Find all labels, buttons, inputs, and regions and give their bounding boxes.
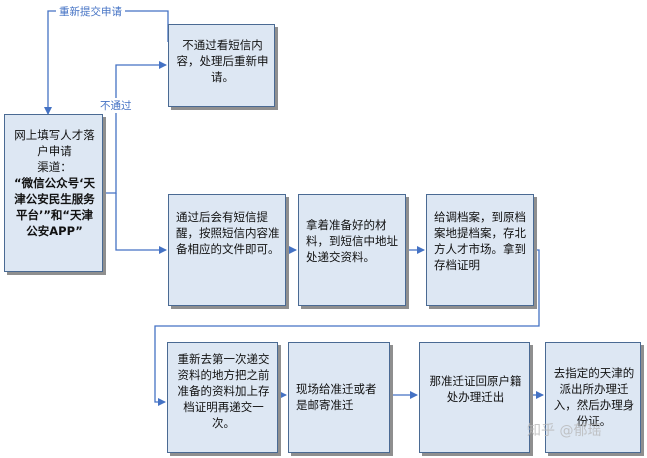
node-return: 那准迁证回原户籍处办理迁出 xyxy=(419,342,530,453)
node-apply-channels: “微信公众号‘天津公安民生服务平台’”和“天津公安APP” xyxy=(14,176,95,238)
node-permit: 现场给准迁或者是邮寄准迁 xyxy=(288,342,390,453)
node-passed: 通过后会有短信提醒，按照短信内容准备相应的文件即可。 xyxy=(168,194,286,306)
arrow-not-passed xyxy=(103,61,167,194)
node-police: 去指定的天津的派出所办理迁入，然后办理身份证。 xyxy=(545,342,641,453)
node-archive: 给调档案，到原档案地提档案，存北方人才市场。拿到存档证明 xyxy=(426,194,534,306)
node-resubmit-docs-text: 重新去第一次递交资料的地方把之前准备的资料加上存档证明再递交一次。 xyxy=(177,352,270,430)
node-police-text: 去指定的天津的派出所办理迁入，然后办理身份证。 xyxy=(553,366,635,428)
node-apply-title: 网上填写人才落户申请 xyxy=(14,128,95,158)
edge-label-resubmit: 重新提交申请 xyxy=(56,4,125,19)
node-submit: 拿着准备好的材料，到短信中地址处递交资料。 xyxy=(298,194,406,306)
node-resubmit-docs: 重新去第一次递交资料的地方把之前准备的资料加上存档证明再递交一次。 xyxy=(167,342,278,453)
arrow-passed xyxy=(115,193,167,254)
node-submit-text: 拿着准备好的材料，到短信中地址处递交资料。 xyxy=(306,218,398,264)
node-rejected-text: 不通过看短信内容，处理后重新申请。 xyxy=(176,38,269,84)
edge-label-not-passed: 不通过 xyxy=(98,98,134,113)
arrow-archive-to-resubmit xyxy=(154,249,540,406)
node-return-text: 那准迁证回原户籍处办理迁出 xyxy=(429,374,522,404)
watermark: 知乎 @郁瑶 xyxy=(527,423,602,439)
node-rejected: 不通过看短信内容，处理后重新申请。 xyxy=(168,24,275,107)
node-archive-text: 给调档案，到原档案地提档案，存北方人才市场。拿到存档证明 xyxy=(434,210,526,272)
node-permit-text: 现场给准迁或者是邮寄准迁 xyxy=(296,382,377,412)
node-passed-text: 通过后会有短信提醒，按照短信内容准备相应的文件即可。 xyxy=(176,210,280,256)
node-apply-channel-label: 渠道： xyxy=(37,160,72,174)
node-apply: 网上填写人才落户申请 渠道： “微信公众号‘天津公安民生服务平台’”和“天津公安… xyxy=(4,114,103,272)
